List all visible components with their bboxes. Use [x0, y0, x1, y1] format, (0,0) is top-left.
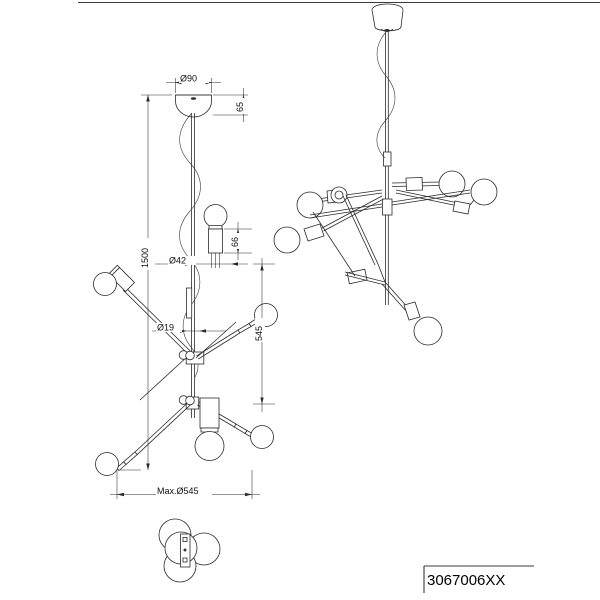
dim-label-canopy-diameter: Ø90 [180, 74, 197, 84]
perspective-cross-arm [309, 189, 471, 219]
perspective-cable [376, 31, 396, 159]
perspective-arm-lower [344, 268, 443, 346]
bulb-globe [250, 425, 274, 449]
dim-label-canopy-height: 65 [235, 102, 245, 112]
perspective-struts [312, 194, 386, 283]
front-elevation-view: Ø90 65 1500 [93, 74, 278, 499]
bulb-socket [199, 397, 220, 429]
bulb-globe [93, 272, 117, 296]
bulb-socket [207, 228, 223, 254]
bulb-globe [296, 191, 324, 219]
perspective-arm-upper-right [391, 170, 498, 215]
dim-label-arm-spread-height: 545 [254, 326, 264, 341]
product-code-label: 3067006XX [427, 572, 505, 589]
bulb-upper-right [203, 204, 228, 268]
plan-terminal-bottom [182, 557, 188, 563]
dim-label-socket-height: 66 [230, 237, 240, 247]
dimension-canopy-diameter: Ø90 [166, 74, 221, 93]
perspective-arm-upper-left [273, 186, 384, 254]
dimension-socket-height: 66 [224, 222, 252, 260]
dim-label-rod-collar-diameter: Ø42 [169, 256, 186, 266]
canopy [175, 94, 212, 118]
bulb-globe [413, 316, 443, 346]
arm-lower-left [95, 401, 191, 476]
top-plan-view [158, 518, 221, 583]
dimension-rod-collar-diameter: Ø42 [155, 256, 248, 266]
dimension-arm-rod-diameter: Ø19 [152, 323, 226, 333]
suspension-rod [190, 113, 196, 418]
bulb-globe [438, 170, 466, 198]
bulb-globe [194, 431, 225, 461]
arm-joint-collars [178, 350, 195, 406]
plan-terminal-mid [183, 548, 187, 552]
bulb-globe [203, 204, 228, 228]
arm-upper-left [93, 264, 193, 357]
product-code-block: 3067006XX [423, 565, 534, 593]
canopy-fixing-point [190, 97, 197, 100]
plan-terminal-top [182, 537, 188, 542]
power-cable [179, 113, 201, 378]
dim-label-arm-rod-diameter: Ø19 [157, 323, 174, 333]
bulb-center-down [194, 397, 225, 461]
bulb-socket-ring [330, 186, 348, 204]
dim-label-total-drop: 1500 [140, 248, 150, 268]
perspective-canopy [371, 3, 404, 32]
bulb-globe [470, 178, 498, 206]
dimension-arm-spread-height: 545 [253, 258, 275, 412]
dimension-total-drop: 1500 [120, 94, 172, 471]
dimension-canopy-height: 65 [213, 88, 248, 122]
bulb-globe [95, 452, 119, 476]
bulb-globe [273, 226, 301, 254]
perspective-view [273, 3, 498, 346]
dimension-max-diameter: Max.Ø545 [110, 470, 260, 499]
dim-label-max-diameter: Max.Ø545 [157, 486, 199, 496]
perspective-rod [382, 32, 393, 305]
